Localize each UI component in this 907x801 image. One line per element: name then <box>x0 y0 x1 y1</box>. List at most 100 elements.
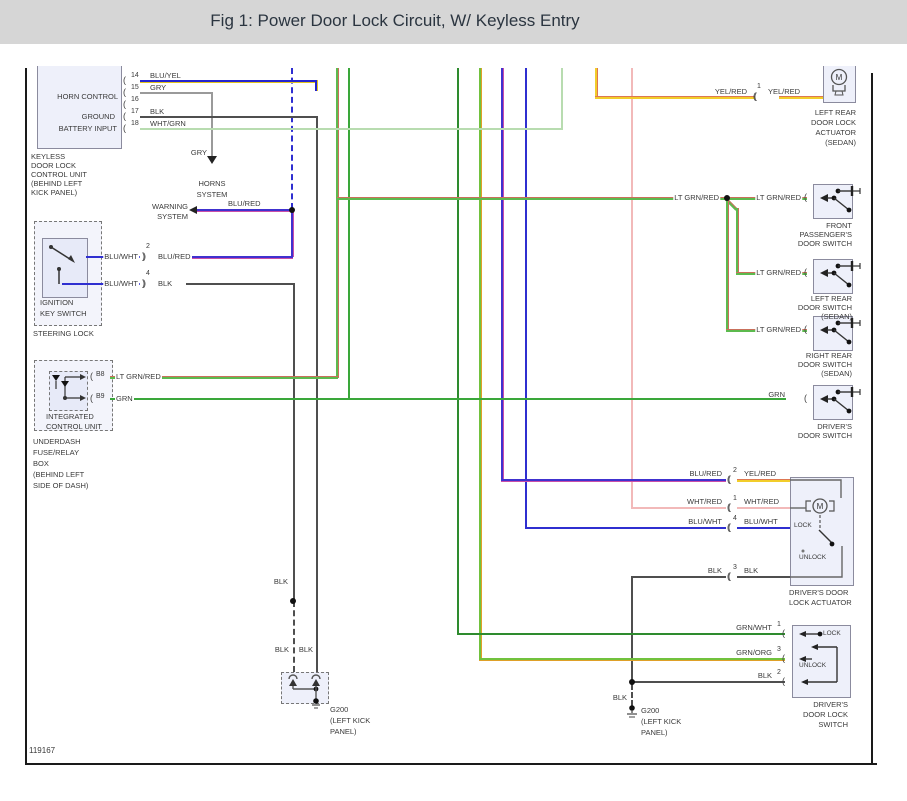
gl-loc-2: PANEL) <box>330 727 357 736</box>
dd-act-p1-conn: (( <box>727 502 731 512</box>
steering-lock-label: STEERING LOCK <box>33 329 94 338</box>
dd-sw-p3-left: GRN/ORG <box>736 648 772 657</box>
dd-act-unlock-label: UNLOCK <box>799 554 827 561</box>
dd-act-p1-right: WHT/RED <box>744 497 779 506</box>
horns-arrow-icon <box>207 156 217 164</box>
wire-bluwht-pin4 <box>62 283 140 285</box>
wire-whtred-act2 <box>737 507 790 509</box>
lr-act-name-2: DOOR LOCK <box>810 118 856 127</box>
wire-blured-vert <box>501 68 504 481</box>
kpin-conn-18: ( <box>123 123 126 133</box>
dd-sw-p1-left: GRN/WHT <box>736 623 772 632</box>
wire-whtgrn-vert <box>561 68 563 130</box>
svg-text:M: M <box>817 502 824 511</box>
wire-ltgrnred-branch1 <box>736 208 739 273</box>
ds1-name-3: DOOR SWITCH <box>797 239 852 248</box>
ign-p4-right: BLK <box>157 279 174 288</box>
dd-act-p4-conn: (( <box>727 522 731 532</box>
gr-loc-2: PANEL) <box>641 728 668 737</box>
wire-grnwht <box>457 633 785 635</box>
icu-symbol <box>52 374 86 401</box>
wire-whtred-act <box>631 507 726 509</box>
dd-sw-name-2: DOOR LOCK <box>802 710 848 719</box>
dd-act-p3-num: 3 <box>733 564 737 571</box>
ds2-wire: LT GRN/RED <box>755 268 802 277</box>
ground-right-symbol <box>627 705 637 718</box>
lr-act-num: 1 <box>757 83 761 90</box>
gr-blk: BLK <box>612 693 627 702</box>
wire-blk-17 <box>140 116 318 118</box>
ds2-name-1: LEFT REAR <box>810 294 852 303</box>
junction-dot-trunk <box>724 195 730 201</box>
kname-1: KEYLESS <box>31 152 66 161</box>
dd-act-p1-left: WHT/RED <box>687 497 722 506</box>
wire-grnorg <box>479 658 785 661</box>
wire-blk-act <box>631 576 726 578</box>
warning-line-2: SYSTEM <box>157 212 188 221</box>
kfn-ground: GROUND <box>81 112 115 121</box>
dd-act-p1-num: 1 <box>733 495 737 502</box>
door-switch-box-2 <box>813 259 853 294</box>
wire-yelred-act <box>737 479 790 482</box>
wire-grnorg-vert <box>479 68 482 660</box>
kpin-num-16: 16 <box>131 96 139 103</box>
frame-left <box>25 68 27 765</box>
dd-switch-box <box>792 625 851 698</box>
door-switch-symbol-3 <box>820 318 861 345</box>
icu-b8-conn: ( <box>90 371 93 381</box>
wire-ltgrnred-trunk <box>337 197 729 200</box>
ign-p2-left: BLU/WHT <box>103 252 139 261</box>
ds4-name-1: DRIVER'S <box>817 422 852 431</box>
icu-name-2: CONTROL UNIT <box>46 422 102 431</box>
wire-blured-down <box>291 209 294 257</box>
wire-blk-act-vert <box>631 576 633 683</box>
dd-sw-lock-label: LOCK <box>823 630 841 637</box>
wire-whtred-vert <box>631 68 633 509</box>
icu-sub-3: BOX <box>33 459 49 468</box>
ds4-conn: ( <box>804 393 807 403</box>
frame-right <box>871 73 873 765</box>
dd-act-p3-left: BLK <box>707 566 722 575</box>
gl-blk-a: BLK <box>274 645 289 654</box>
wire-blk-act2 <box>737 576 790 578</box>
kname-3: CONTROL UNIT <box>31 170 87 179</box>
wire-grnwht-vert <box>457 68 459 635</box>
title-bar: Fig 1: Power Door Lock Circuit, W/ Keyle… <box>0 0 907 44</box>
horns-line-2: SYSTEM <box>196 190 228 199</box>
lr-act-name-3: ACTUATOR <box>815 128 856 137</box>
ign-p4-left: BLU/WHT <box>103 279 139 288</box>
kwire-14: BLU/YEL <box>150 71 181 80</box>
kwire-15: GRY <box>150 83 167 92</box>
dd-act-p4-left: BLU/WHT <box>688 517 722 526</box>
kwire-17: BLK <box>150 107 165 116</box>
dd-sw-p2-left: BLK <box>757 671 772 680</box>
wire-blu-dashed <box>291 68 293 209</box>
ign-name-1: IGNITION <box>40 298 74 307</box>
kpin-conn-15: ( <box>123 87 126 97</box>
dd-act-p3-conn: (( <box>727 571 731 581</box>
warning-wire-label: BLU/RED <box>228 199 261 208</box>
dd-sw-name-3: SWITCH <box>818 720 848 729</box>
ds1-name-1: FRONT <box>826 221 852 230</box>
wire-yelred-2 <box>779 96 823 99</box>
ds3-name-1: RIGHT REAR <box>805 351 852 360</box>
ds2-name-3: (SEDAN) <box>821 312 852 321</box>
ign-p2-right: BLU/RED <box>157 252 192 261</box>
page-title: Fig 1: Power Door Lock Circuit, W/ Keyle… <box>210 11 580 30</box>
kfn-batt: BATTERY INPUT <box>58 124 117 133</box>
dd-sw-p2-conn: ( <box>782 676 785 686</box>
icu-name-1: INTEGRATED <box>46 412 94 421</box>
dd-sw-name-1: DRIVER'S <box>813 700 848 709</box>
kpin-num-15: 15 <box>131 84 139 91</box>
wire-b8 <box>110 376 338 379</box>
ds3-wire: LT GRN/RED <box>755 325 802 334</box>
icu-b9-conn: ( <box>90 393 93 403</box>
gr-id: G200 <box>641 706 660 715</box>
ds1-name-2: PASSENGER'S <box>799 230 852 239</box>
wire-ltgrnred-branch2 <box>726 198 729 330</box>
door-switch-box-4 <box>813 385 853 420</box>
wire-blured-pin2 <box>186 256 293 259</box>
dd-act-p2-right: YEL/RED <box>744 469 777 478</box>
wire-yelred-vert <box>595 68 598 98</box>
